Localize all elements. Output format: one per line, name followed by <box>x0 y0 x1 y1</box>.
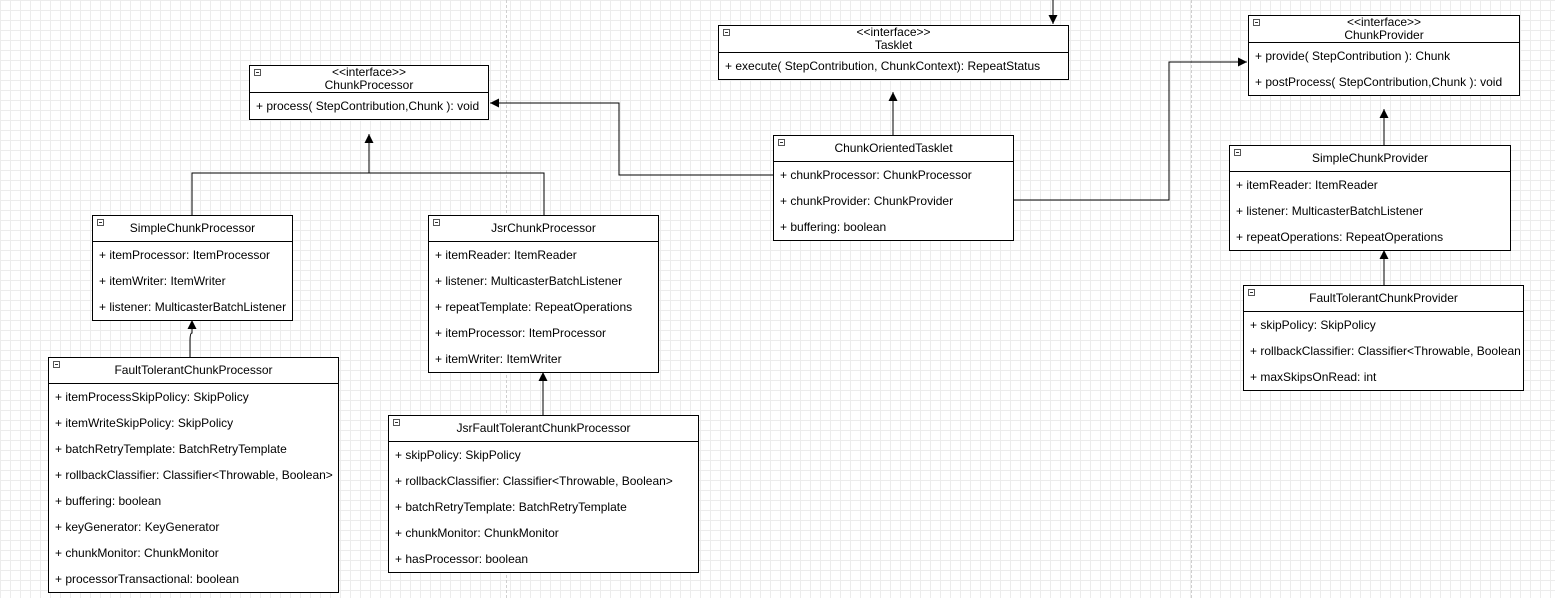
class-chunk-oriented-tasklet[interactable]: ChunkOrientedTasklet + chunkProcessor: C… <box>773 135 1014 241</box>
class-member[interactable]: + buffering: boolean <box>780 220 887 234</box>
class-fault-tolerant-chunk-processor[interactable]: FaultTolerantChunkProcessor + itemProces… <box>48 357 339 593</box>
class-member[interactable]: + maxSkipsOnRead: int <box>1250 370 1377 384</box>
class-member[interactable]: + chunkMonitor: ChunkMonitor <box>55 546 219 560</box>
stereotype-label: <<interface>> <box>331 65 407 79</box>
class-member[interactable]: + rollbackClassifier: Classifier<Throwab… <box>55 468 333 482</box>
class-member[interactable]: + provide( StepContribution ): Chunk <box>1255 49 1451 63</box>
collapse-icon[interactable] <box>1253 19 1260 26</box>
class-name: ChunkProcessor <box>324 78 414 92</box>
collapse-icon[interactable] <box>1234 149 1241 156</box>
class-member[interactable]: + itemProcessor: ItemProcessor <box>435 326 607 340</box>
class-header: FaultTolerantChunkProvider <box>1244 286 1523 312</box>
class-fault-tolerant-chunk-provider[interactable]: FaultTolerantChunkProvider + skipPolicy:… <box>1243 285 1524 391</box>
class-header: ChunkOrientedTasklet <box>774 136 1013 162</box>
page-break-line <box>1191 0 1192 598</box>
class-member[interactable]: + rollbackClassifier: Classifier<Throwab… <box>395 474 673 488</box>
class-member[interactable]: + batchRetryTemplate: BatchRetryTemplate <box>395 500 627 514</box>
inheritance-arrow-simple-chunk-processor <box>187 320 197 357</box>
class-member[interactable]: + rollbackClassifier: Classifier<Throwab… <box>1250 344 1521 358</box>
collapse-icon[interactable] <box>433 219 440 226</box>
class-simple-chunk-processor[interactable]: SimpleChunkProcessor + itemProcessor: It… <box>92 215 293 321</box>
class-name: FaultTolerantChunkProvider <box>1309 291 1458 305</box>
class-member[interactable]: + buffering: boolean <box>55 494 162 508</box>
class-header: FaultTolerantChunkProcessor <box>49 358 338 384</box>
class-member[interactable]: + listener: MulticasterBatchListener <box>435 274 623 288</box>
class-member[interactable]: + chunkProcessor: ChunkProcessor <box>780 168 972 182</box>
stereotype-label: <<interface>> <box>1346 15 1422 29</box>
class-member[interactable]: + chunkMonitor: ChunkMonitor <box>395 526 559 540</box>
class-member[interactable]: + process( StepContribution,Chunk ): voi… <box>256 99 480 113</box>
class-name: SimpleChunkProvider <box>1311 151 1429 165</box>
class-member[interactable]: + processorTransactional: boolean <box>55 572 239 586</box>
class-member[interactable]: + listener: MulticasterBatchListener <box>1236 204 1424 218</box>
class-member[interactable]: + keyGenerator: KeyGenerator <box>55 520 220 534</box>
class-chunk-provider[interactable]: <<interface>> ChunkProvider + provide( S… <box>1248 15 1520 96</box>
class-name: SimpleChunkProcessor <box>129 221 256 235</box>
class-member[interactable]: + itemProcessSkipPolicy: SkipPolicy <box>55 390 249 404</box>
class-name: Tasklet <box>874 38 913 52</box>
class-member[interactable]: + itemWriter: ItemWriter <box>99 274 226 288</box>
class-member[interactable]: + itemReader: ItemReader <box>435 248 577 262</box>
association-arrow-chunk-processor <box>490 98 773 176</box>
class-member[interactable]: + execute( StepContribution, ChunkContex… <box>725 59 1041 73</box>
class-header: <<interface>> ChunkProcessor <box>250 66 488 93</box>
class-member[interactable]: + batchRetryTemplate: BatchRetryTemplate <box>55 442 287 456</box>
class-member[interactable]: + skipPolicy: SkipPolicy <box>395 448 521 462</box>
class-member[interactable]: + itemWriter: ItemWriter <box>435 352 562 366</box>
class-chunk-processor[interactable]: <<interface>> ChunkProcessor + process( … <box>249 65 489 120</box>
collapse-icon[interactable] <box>723 29 730 36</box>
class-member[interactable]: + hasProcessor: boolean <box>395 552 529 566</box>
collapse-icon[interactable] <box>53 361 60 368</box>
collapse-icon[interactable] <box>254 69 261 76</box>
realization-arrow-chunk-processor <box>191 134 545 215</box>
class-member[interactable]: + itemProcessor: ItemProcessor <box>99 248 271 262</box>
class-member[interactable]: + listener: MulticasterBatchListener <box>99 300 287 314</box>
class-member[interactable]: + repeatOperations: RepeatOperations <box>1236 230 1444 244</box>
class-name: FaultTolerantChunkProcessor <box>114 363 273 377</box>
class-member[interactable]: + skipPolicy: SkipPolicy <box>1250 318 1376 332</box>
class-tasklet[interactable]: <<interface>> Tasklet + execute( StepCon… <box>718 25 1069 80</box>
class-simple-chunk-provider[interactable]: SimpleChunkProvider + itemReader: ItemRe… <box>1229 145 1511 251</box>
class-member[interactable]: + repeatTemplate: RepeatOperations <box>435 300 633 314</box>
collapse-icon[interactable] <box>393 419 400 426</box>
collapse-icon[interactable] <box>97 219 104 226</box>
class-member[interactable]: + postProcess( StepContribution,Chunk ):… <box>1255 75 1503 89</box>
stereotype-label: <<interface>> <box>856 25 931 39</box>
collapse-icon[interactable] <box>778 139 785 146</box>
class-member[interactable]: + chunkProvider: ChunkProvider <box>780 194 954 208</box>
class-header: <<interface>> ChunkProvider <box>1249 16 1519 43</box>
class-name: JsrFaultTolerantChunkProcessor <box>456 421 631 435</box>
class-jsr-chunk-processor[interactable]: JsrChunkProcessor + itemReader: ItemRead… <box>428 215 659 373</box>
class-header: JsrChunkProcessor <box>429 216 658 242</box>
class-name: ChunkOrientedTasklet <box>834 141 953 155</box>
collapse-icon[interactable] <box>1248 289 1255 296</box>
class-member[interactable]: + itemWriteSkipPolicy: SkipPolicy <box>55 416 234 430</box>
class-header: SimpleChunkProvider <box>1230 146 1510 172</box>
class-jsr-fault-tolerant-chunk-processor[interactable]: JsrFaultTolerantChunkProcessor + skipPol… <box>388 415 699 573</box>
association-arrow-chunk-provider <box>1014 57 1247 201</box>
class-header: <<interface>> Tasklet <box>719 26 1068 53</box>
class-name: JsrChunkProcessor <box>491 221 596 235</box>
class-header: SimpleChunkProcessor <box>93 216 292 242</box>
class-member[interactable]: + itemReader: ItemReader <box>1236 178 1378 192</box>
class-header: JsrFaultTolerantChunkProcessor <box>389 416 698 442</box>
class-name: ChunkProvider <box>1344 28 1424 42</box>
